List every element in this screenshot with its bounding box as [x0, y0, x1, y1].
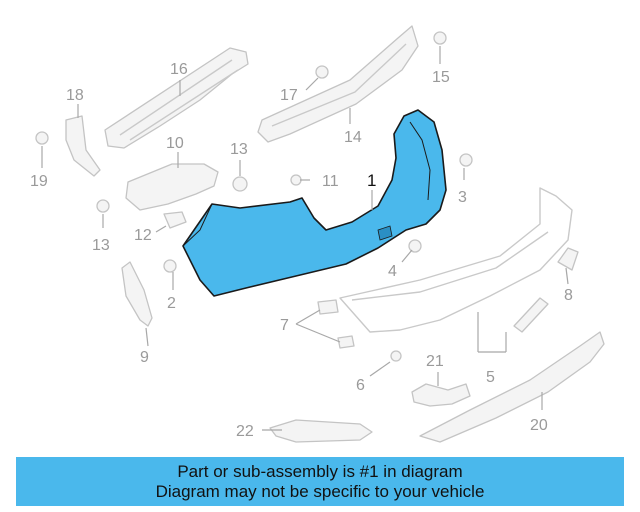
info-banner: Part or sub-assembly is #1 in diagram Di… — [16, 457, 624, 506]
callout-18: 18 — [66, 87, 84, 104]
callout-1: 1 — [367, 171, 376, 190]
callout-22: 22 — [236, 423, 254, 440]
part-18-side-bracket — [65, 115, 101, 177]
callout-14: 14 — [344, 129, 362, 146]
part-16-bracket — [104, 47, 249, 149]
part-10-mount-bracket — [125, 163, 219, 211]
banner-line-1: Part or sub-assembly is #1 in diagram — [177, 461, 463, 481]
banner-line-2: Diagram may not be specific to your vehi… — [155, 481, 485, 501]
callout-20: 20 — [530, 417, 548, 434]
leader-lines — [41, 46, 569, 431]
callout-2: 2 — [167, 295, 176, 312]
callout-labels: 1 2 3 4 5 6 7 8 9 10 11 12 13 13 14 15 1… — [30, 61, 573, 440]
callout-11: 11 — [322, 173, 339, 190]
part-21-bracket — [411, 383, 471, 407]
part-1-bumper-cover — [182, 109, 447, 297]
part-22-reflector — [269, 419, 373, 443]
callout-10: 10 — [166, 135, 184, 152]
callout-15: 15 — [432, 69, 450, 86]
part-14-impact-bar — [257, 25, 419, 143]
callout-5: 5 — [486, 369, 495, 386]
callout-9: 9 — [140, 349, 149, 366]
part-20-diffuser — [419, 331, 605, 443]
callout-8: 8 — [564, 287, 573, 304]
callout-7: 7 — [280, 317, 289, 334]
callout-19: 19 — [30, 173, 48, 190]
callout-3: 3 — [458, 189, 467, 206]
callout-6: 6 — [356, 377, 365, 394]
part-5-lower-cover — [339, 187, 573, 333]
callout-21: 21 — [426, 353, 444, 370]
callout-13-upper: 13 — [230, 141, 248, 158]
callout-4: 4 — [388, 263, 397, 280]
fastener-icons — [35, 31, 579, 362]
callout-12: 12 — [134, 227, 152, 244]
callout-16: 16 — [170, 61, 188, 78]
callout-17: 17 — [280, 87, 298, 104]
parts-diagram: 1 2 3 4 5 6 7 8 9 10 11 12 13 13 14 15 1… — [30, 25, 605, 443]
part-9-side-cover — [121, 261, 153, 327]
callout-13-left: 13 — [92, 237, 110, 254]
